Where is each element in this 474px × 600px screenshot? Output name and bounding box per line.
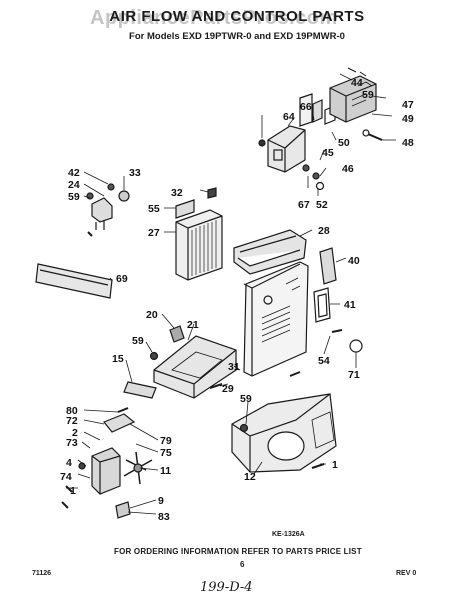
callout-44: 44 (351, 77, 363, 89)
drain-trough (233, 229, 307, 275)
control-housing (123, 325, 363, 399)
callout-72: 72 (66, 415, 78, 427)
watermark: AppliancePartsPros.com (90, 7, 338, 29)
callout-42: 42 (68, 167, 80, 179)
ordering-note: FOR ORDERING INFORMATION REFER TO PARTS … (114, 547, 362, 556)
callout-59: 59 (68, 191, 80, 203)
callout-55: 55 (148, 203, 160, 215)
callout-59: 59 (362, 89, 374, 101)
grille-panel (35, 263, 113, 299)
callout-83: 83 (158, 511, 170, 523)
callout-31: 31 (228, 361, 240, 373)
damper-control-assembly (258, 67, 383, 191)
callout-54: 54 (318, 355, 330, 367)
callout-labels: 44 59 47 49 48 66 64 50 45 46 67 52 42 3… (60, 77, 414, 523)
callout-64: 64 (283, 111, 295, 123)
callout-1: 1 (332, 459, 338, 471)
callout-28: 28 (318, 225, 330, 237)
cover-41 (313, 287, 331, 323)
callout-11: 11 (160, 465, 171, 477)
callout-4: 4 (66, 457, 72, 469)
leader-lines (66, 73, 396, 515)
footer-left-code: 71126 (32, 570, 52, 577)
air-duct-panel (243, 261, 309, 377)
callout-71: 71 (348, 369, 360, 381)
callout-48: 48 (402, 137, 414, 149)
fan-housing (231, 393, 337, 473)
switch-cluster (86, 183, 130, 237)
callout-45: 45 (322, 147, 334, 159)
revision: REV 0 (396, 570, 417, 577)
callout-79: 79 (160, 435, 172, 447)
callout-50: 50 (338, 137, 350, 149)
callout-29: 29 (222, 383, 234, 395)
callout-46: 46 (342, 163, 354, 175)
evaporator-coil (175, 187, 223, 281)
callout-15: 15 (112, 353, 124, 365)
callout-1: 1 (70, 485, 76, 497)
callout-66: 66 (300, 101, 312, 113)
callout-40: 40 (348, 255, 360, 267)
drawing-code: KE-1326A (272, 531, 305, 538)
callout-12: 12 (244, 471, 256, 483)
callout-9: 9 (158, 495, 164, 507)
callout-75: 75 (160, 447, 172, 459)
callout-24: 24 (68, 179, 80, 191)
page-title: AIR FLOW AND CONTROL PARTS (109, 8, 365, 25)
callout-59: 59 (132, 335, 144, 347)
callout-69: 69 (116, 273, 128, 285)
callout-74: 74 (60, 471, 72, 483)
callout-32: 32 (171, 187, 183, 199)
callout-33: 33 (129, 167, 141, 179)
callout-47: 47 (402, 99, 414, 111)
callout-80: 80 (66, 405, 78, 417)
callout-67: 67 (298, 199, 310, 211)
callout-49: 49 (402, 113, 414, 125)
callout-52: 52 (316, 199, 328, 211)
callout-20: 20 (146, 309, 158, 321)
fan-motor-assembly (61, 407, 153, 519)
callout-27: 27 (148, 227, 160, 239)
callout-2: 2 (72, 427, 78, 439)
callout-21: 21 (187, 319, 199, 331)
callout-73: 73 (66, 437, 78, 449)
callout-41: 41 (344, 299, 356, 311)
page-number: 6 (240, 560, 245, 569)
callout-59: 59 (240, 393, 252, 405)
model-subtitle: For Models EXD 19PTWR-0 and EXD 19PMWR-0 (129, 31, 345, 42)
cover-40 (319, 247, 337, 285)
handwritten-note: 199-D-4 (200, 580, 253, 595)
